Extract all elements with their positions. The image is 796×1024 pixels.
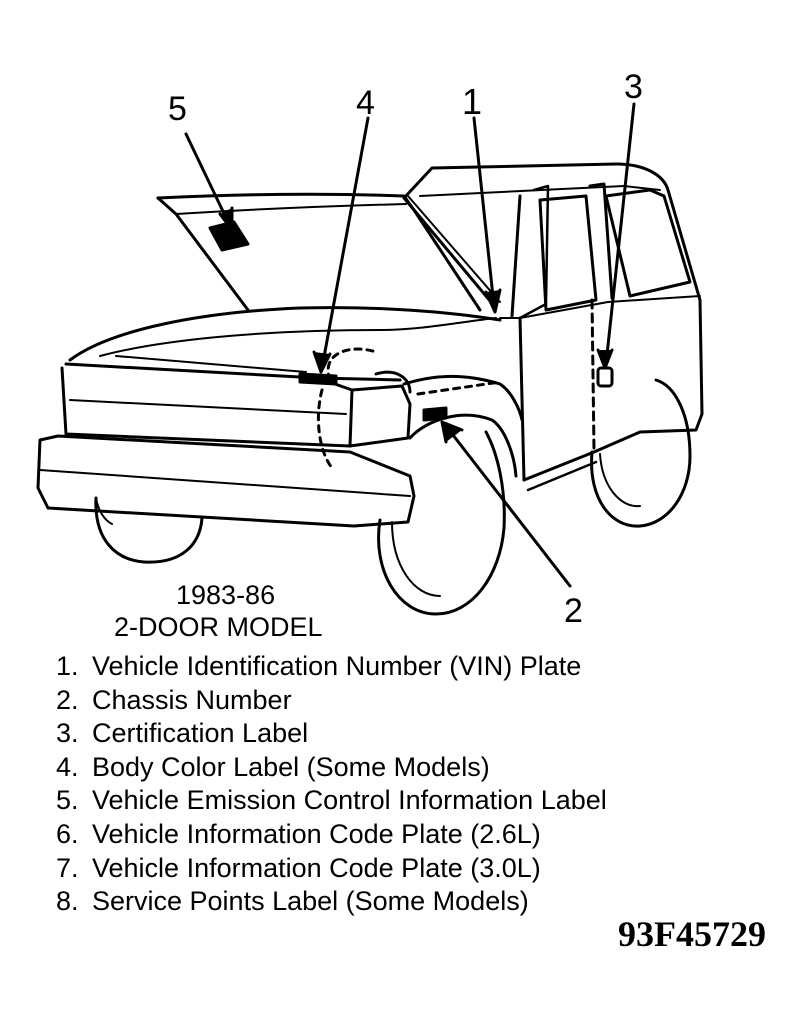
legend-number: 5. bbox=[56, 785, 79, 816]
legend-text: Service Points Label (Some Models) bbox=[92, 886, 529, 917]
front-end bbox=[36, 306, 524, 528]
legend-list: 1. Vehicle Identification Number (VIN) Pl… bbox=[56, 650, 607, 919]
legend-item: 2. Chassis Number bbox=[56, 684, 607, 718]
model-name: 2-DOOR MODEL bbox=[114, 612, 323, 642]
callout-5: 5 bbox=[168, 90, 187, 128]
front-left-wheel bbox=[94, 496, 204, 564]
legend-text: Vehicle Emission Control Information Lab… bbox=[92, 785, 607, 816]
legend-item: 7. Vehicle Information Code Plate (3.0L) bbox=[56, 852, 607, 886]
legend-number: 4. bbox=[56, 751, 79, 782]
legend-item: 4. Body Color Label (Some Models) bbox=[56, 751, 607, 785]
front-wheel bbox=[377, 430, 506, 616]
callout-2: 2 bbox=[564, 592, 583, 630]
legend-text: Chassis Number bbox=[92, 684, 292, 715]
legend-text: Body Color Label (Some Models) bbox=[92, 751, 490, 782]
rear-wheel bbox=[590, 378, 692, 528]
legend-item: 3. Certification Label bbox=[56, 717, 607, 751]
legend-text: Certification Label bbox=[92, 718, 309, 749]
legend-number: 7. bbox=[56, 852, 79, 883]
legend-text: Vehicle Information Code Plate (2.6L) bbox=[92, 818, 541, 849]
figure-id: 93F45729 bbox=[618, 914, 766, 954]
hood bbox=[156, 192, 482, 312]
legend-item: 6. Vehicle Information Code Plate (2.6L) bbox=[56, 818, 607, 852]
legend-item: 5. Vehicle Emission Control Information L… bbox=[56, 784, 607, 818]
vehicle-body bbox=[402, 162, 704, 492]
legend-number: 1. bbox=[56, 651, 79, 681]
legend-number: 6. bbox=[56, 818, 79, 849]
vehicle-diagram bbox=[36, 102, 704, 616]
legend-text: Vehicle Information Code Plate (3.0L) bbox=[92, 852, 541, 883]
callout-1: 1 bbox=[462, 81, 483, 122]
legend-text: Vehicle Identification Number (VIN) Plat… bbox=[92, 651, 582, 681]
callout-3: 3 bbox=[624, 68, 643, 106]
legend-item: 1. Vehicle Identification Number (VIN) Pl… bbox=[56, 650, 607, 684]
model-years: 1983-86 bbox=[176, 580, 276, 610]
legend-number: 8. bbox=[56, 886, 79, 917]
legend-number: 3. bbox=[56, 718, 79, 749]
legend-number: 2. bbox=[56, 684, 79, 715]
legend-item: 8. Service Points Label (Some Models) bbox=[56, 885, 607, 919]
callout-4: 4 bbox=[356, 84, 375, 122]
leader-lines bbox=[184, 102, 636, 588]
